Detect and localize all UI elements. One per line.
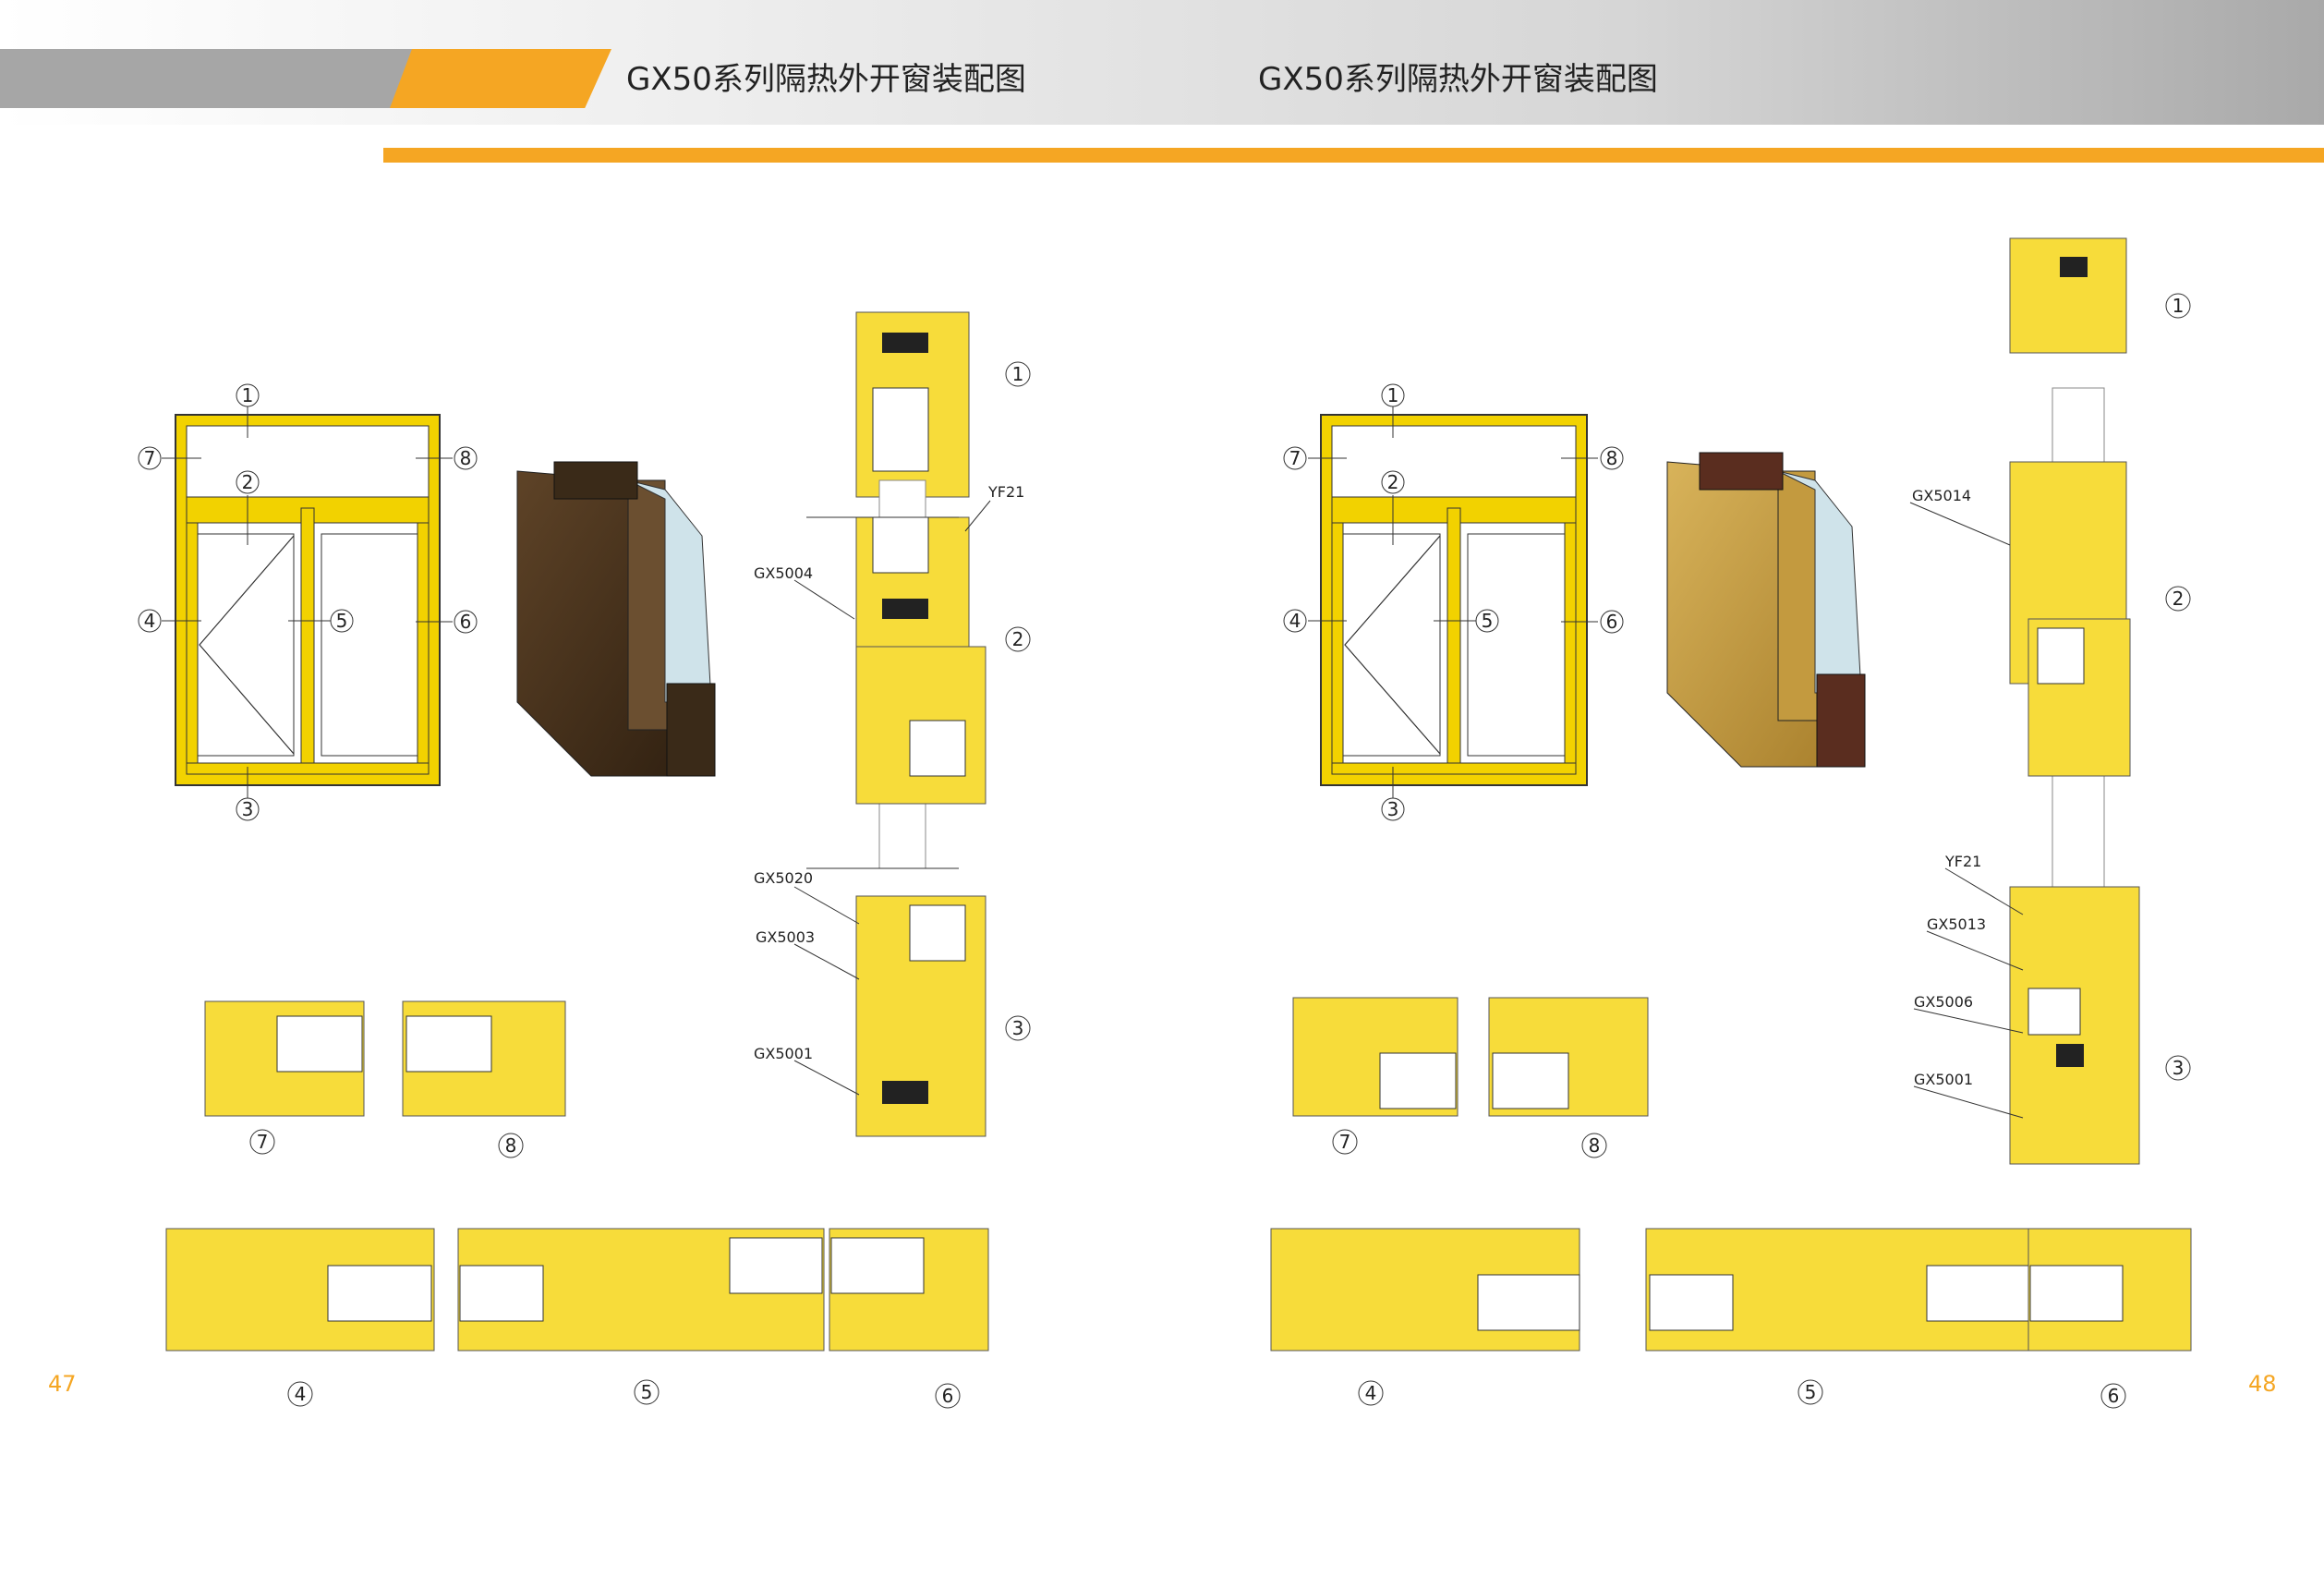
- horizontal-sections-right: [1270, 997, 2192, 1352]
- section-callout-3: 3: [2173, 1057, 2185, 1079]
- section-callout-1: 1: [2173, 295, 2185, 317]
- part-label: GX5004: [754, 564, 813, 582]
- callout-6: 6: [460, 611, 472, 633]
- callout-5: 5: [336, 610, 348, 632]
- part-label: GX5001: [754, 1045, 813, 1062]
- part-label: GX5001: [1914, 1071, 1973, 1088]
- part-label: GX5006: [1914, 993, 1973, 1011]
- section-callout-4: 4: [295, 1383, 307, 1405]
- callout-8: 8: [460, 447, 472, 469]
- section-callout-8: 8: [1589, 1134, 1601, 1157]
- section-callout-3: 3: [1012, 1017, 1024, 1039]
- corner-3d-render-left: [516, 461, 716, 777]
- section-callout-2: 2: [1012, 628, 1024, 650]
- callout-7: 7: [144, 447, 156, 469]
- page-title-right: GX50系列隔热外开窗装配图: [1258, 61, 1658, 98]
- page-number-right: 48: [2248, 1371, 2277, 1397]
- section-callout-4: 4: [1365, 1382, 1377, 1404]
- callout-7: 7: [1289, 447, 1301, 469]
- part-label: YF21: [987, 483, 1024, 501]
- callout-4: 4: [1289, 610, 1301, 632]
- horizontal-sections-left: [165, 1000, 989, 1352]
- part-label: GX5014: [1912, 487, 1971, 504]
- part-label: GX5013: [1927, 915, 1986, 933]
- callout-2: 2: [1387, 471, 1399, 493]
- callout-2: 2: [242, 471, 254, 493]
- callout-4: 4: [144, 610, 156, 632]
- corner-3d-render-right: [1666, 452, 1866, 768]
- page-number-left: 47: [48, 1371, 77, 1397]
- callout-6: 6: [1606, 611, 1618, 633]
- section-callout-8: 8: [505, 1134, 517, 1157]
- vertical-section-left: [793, 311, 991, 1137]
- callout-1: 1: [242, 384, 254, 406]
- callout-3: 3: [242, 798, 254, 820]
- section-callout-7: 7: [257, 1131, 269, 1153]
- section-callout-6: 6: [2108, 1385, 2120, 1407]
- window-elevation-right: [1308, 405, 1598, 800]
- horizontal-section-callouts-right: 7 8 4 5 6: [1332, 1129, 2126, 1409]
- header-grey-bar: [0, 49, 418, 108]
- header-orange-line: [383, 148, 2324, 163]
- callout-8: 8: [1606, 447, 1618, 469]
- part-label: GX5003: [756, 928, 815, 946]
- section-callout-1: 1: [1012, 363, 1024, 385]
- callout-1: 1: [1387, 384, 1399, 406]
- vertical-section-callouts-left: 1 2 3 YF21 GX5004 GX5020 GX5003 GX5001: [754, 361, 1031, 1062]
- header-orange-bar: [390, 49, 611, 108]
- callout-5: 5: [1482, 610, 1494, 632]
- section-callout-2: 2: [2173, 588, 2185, 610]
- callouts-elevation-right: 1 2 3 4 5 6 7 8: [1283, 383, 1624, 821]
- section-callout-5: 5: [1805, 1381, 1817, 1403]
- page-title-left: GX50系列隔热外开窗装配图: [626, 61, 1026, 98]
- section-callout-5: 5: [641, 1381, 653, 1403]
- section-callout-7: 7: [1339, 1131, 1351, 1153]
- vertical-section-right: [1909, 237, 2140, 1165]
- section-callout-6: 6: [942, 1385, 954, 1407]
- callouts-elevation-left: 1 2 3 4 5 6 7 8: [138, 383, 478, 821]
- part-label: GX5020: [754, 869, 813, 887]
- callout-3: 3: [1387, 798, 1399, 820]
- window-elevation-left: [162, 405, 453, 800]
- vertical-section-callouts-right: 1 2 3 GX5014 YF21 GX5013 GX5006 GX5001: [1912, 293, 2191, 1088]
- part-label: YF21: [1944, 853, 1981, 870]
- horizontal-section-callouts-left: 7 8 4 5 6: [249, 1129, 961, 1409]
